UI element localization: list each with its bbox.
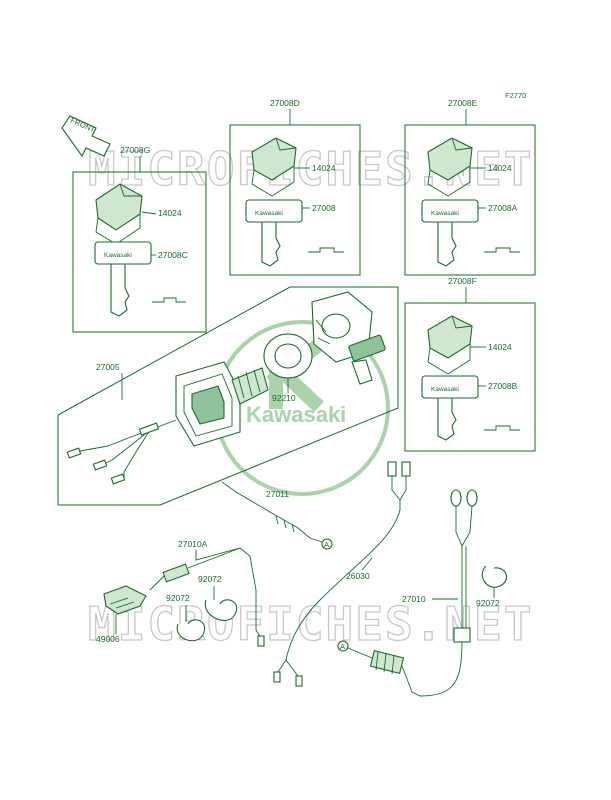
- part-label-92072-a: 92072: [198, 574, 222, 584]
- part-label-26030: 26030: [346, 571, 370, 581]
- kit-box-27008D: 27008D 14024 Kawasaki 27008: [229, 98, 361, 276]
- watermark-text-bottom: MICROFICHES.NET: [88, 597, 533, 651]
- part-label-27008A: 27008A: [488, 203, 518, 213]
- watermark-brand: Kawasaki: [246, 402, 346, 427]
- key-icon: Kawasaki: [245, 199, 303, 267]
- nut-icon: [263, 333, 313, 379]
- switch-wiring-icon: [66, 419, 177, 485]
- key-cap-icon: [427, 137, 473, 197]
- pressure-switch-icon: [369, 649, 413, 693]
- sub-harness-27010A: 27010A: [149, 539, 265, 647]
- part-label-92072-b: 92072: [166, 593, 190, 603]
- key-icon: Kawasaki: [94, 241, 152, 317]
- key-icon: Kawasaki: [421, 199, 479, 267]
- key-code-tag-icon: [484, 247, 520, 253]
- part-label-27010A: 27010A: [178, 539, 208, 549]
- part-label-27008: 27008: [312, 203, 336, 213]
- harness-27010: 27010 A: [337, 489, 478, 697]
- part-label-14024-f: 14024: [488, 342, 512, 352]
- connector-49006: 49006: [96, 585, 147, 644]
- part-label-27008D: 27008D: [270, 98, 300, 108]
- front-arrow-icon: FRONT: [61, 115, 111, 158]
- figure-code: F2770: [505, 91, 526, 100]
- kit-box-27008E: 27008E 14024 Kawasaki 27008A: [404, 98, 536, 276]
- part-label-27008F: 27008F: [448, 276, 477, 286]
- switch-housing-icon: [175, 361, 241, 447]
- kit-box-27008G: 27008G 14024 Kawasaki 27008C: [72, 145, 207, 333]
- inserted-key-icon: [348, 334, 386, 385]
- part-label-14024-e: 14024: [488, 163, 512, 173]
- part-label-27008E: 27008E: [448, 98, 478, 108]
- part-label-27008C: 27008C: [158, 250, 188, 260]
- switch-assembly-27005: 27005 92210: [57, 286, 399, 506]
- kit-box-27008F: 27008F 14024 Kawasaki 27008B: [404, 276, 536, 452]
- ref-marker-a: A: [340, 642, 345, 651]
- sub-harness-27011: 27011 A: [221, 481, 333, 550]
- part-label-49006: 49006: [96, 634, 120, 644]
- harness-26030: 26030: [273, 461, 411, 687]
- part-label-27008G: 27008G: [120, 145, 150, 155]
- clamp-92072-b: 92072: [166, 593, 206, 642]
- key-engraving: Kawasaki: [431, 210, 459, 217]
- ref-marker-a-icon: A: [321, 538, 333, 550]
- part-label-27010: 27010: [402, 594, 426, 604]
- part-label-14024-d: 14024: [312, 163, 336, 173]
- part-label-27008B: 27008B: [488, 381, 518, 391]
- part-label-27005: 27005: [96, 362, 120, 372]
- clamp-92072-c: 92072: [476, 565, 508, 608]
- key-engraving: Kawasaki: [104, 252, 132, 259]
- part-label-14024-g: 14024: [158, 208, 182, 218]
- key-code-tag-icon: [152, 297, 186, 303]
- key-engraving: Kawasaki: [255, 210, 283, 217]
- ref-marker-a: A: [324, 540, 329, 549]
- key-engraving: Kawasaki: [431, 386, 459, 393]
- part-label-27011: 27011: [266, 489, 289, 499]
- clamp-92072-a: 92072: [198, 574, 238, 621]
- ref-marker-a-icon: A: [337, 640, 349, 652]
- key-cap-icon: [251, 137, 297, 197]
- switch-barrel-icon: [231, 367, 269, 405]
- part-label-92072-c: 92072: [476, 598, 500, 608]
- key-code-tag-icon: [484, 425, 520, 431]
- key-icon: Kawasaki: [421, 375, 479, 441]
- part-label-92210: 92210: [272, 393, 296, 403]
- key-cap-icon: [427, 315, 473, 375]
- key-cap-icon: [95, 183, 143, 245]
- key-code-tag-icon: [308, 247, 344, 253]
